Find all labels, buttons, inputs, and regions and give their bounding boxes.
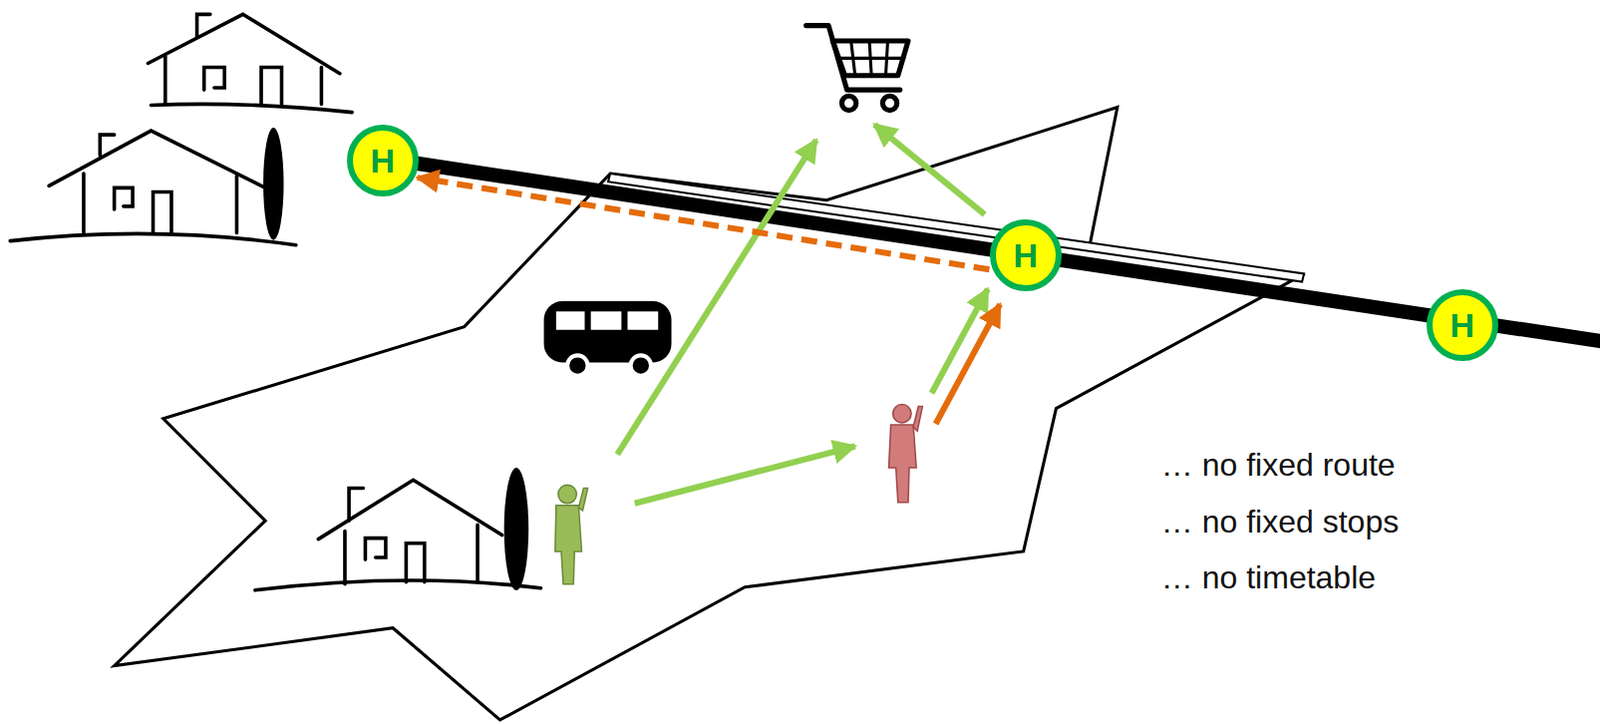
note-text: … no fixed stops	[1161, 502, 1399, 541]
stop-circle: H	[989, 219, 1062, 292]
rail-line	[382, 158, 1600, 341]
passenger-green	[555, 484, 589, 584]
note-text: … no timetable	[1161, 558, 1376, 597]
house-left	[9, 130, 297, 246]
house-zone	[255, 479, 542, 591]
stop-circle: H	[1426, 289, 1499, 361]
return-trip-arrow	[417, 177, 990, 270]
house-top	[147, 13, 352, 112]
bus-icon	[544, 301, 672, 376]
shopping-cart-icon	[806, 25, 909, 111]
note-text: … no fixed route	[1161, 445, 1396, 484]
tree	[504, 467, 530, 591]
stop-letter: H	[370, 143, 396, 178]
trip-arrows	[617, 124, 1000, 504]
passenger-red	[889, 403, 924, 502]
tree	[263, 127, 284, 241]
service-zone	[114, 107, 1301, 720]
stop-letter: H	[1450, 308, 1476, 342]
stop-letter: H	[1012, 238, 1038, 273]
stop-circle: H	[346, 124, 419, 197]
